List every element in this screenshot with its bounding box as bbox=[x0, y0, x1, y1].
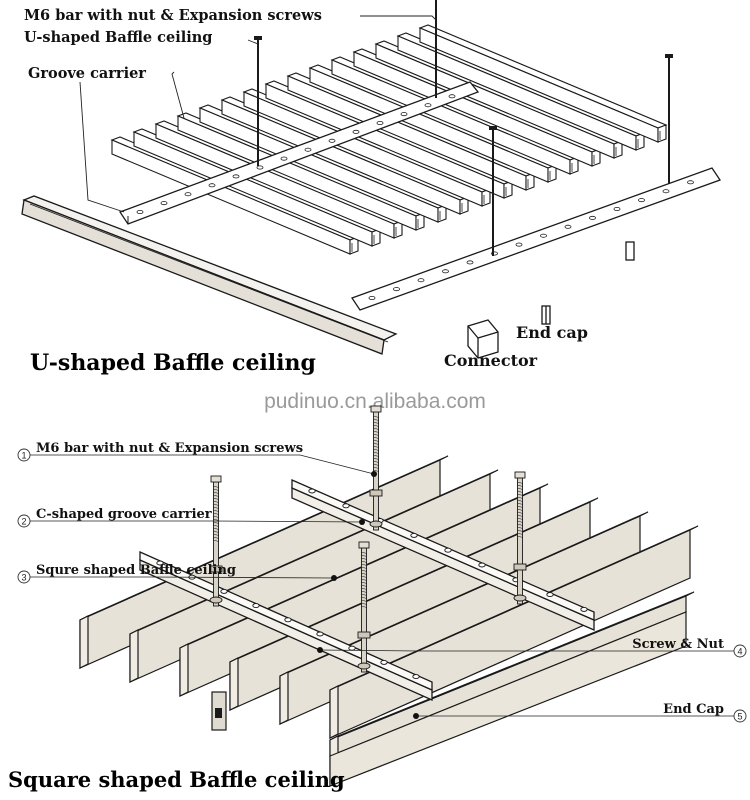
callout-label-square-baffle: Squre shaped Baffle ceiling bbox=[36, 563, 236, 578]
callout-number-2: 2 bbox=[21, 517, 26, 527]
threaded-rod bbox=[513, 471, 527, 605]
carrier-hole bbox=[348, 645, 356, 651]
callout-label-m6-bar: M6 bar with nut & Expansion screws bbox=[36, 441, 303, 456]
connector-part bbox=[467, 319, 499, 359]
carrier-hole bbox=[136, 209, 144, 214]
label-m6-bar: M6 bar with nut & Expansion screws bbox=[24, 7, 322, 24]
callout-number-5: 5 bbox=[737, 712, 742, 722]
u-baffle-rails bbox=[110, 24, 668, 255]
m6-hanger-rods bbox=[257, 0, 670, 256]
carrier-hole bbox=[442, 269, 449, 274]
square-end-cap bbox=[211, 691, 227, 731]
carrier-hole bbox=[252, 603, 260, 609]
carrier-hole bbox=[280, 156, 288, 161]
carrier-hole bbox=[448, 94, 456, 99]
threaded-rod bbox=[209, 475, 223, 607]
carrier-hole bbox=[156, 560, 164, 566]
carrier-hole bbox=[400, 112, 408, 117]
u-baffle-rail bbox=[418, 24, 668, 143]
carrier-hole bbox=[444, 547, 452, 553]
callout-number-1: 1 bbox=[21, 451, 26, 461]
carrier-hole bbox=[424, 103, 432, 108]
carrier-hole bbox=[380, 659, 388, 665]
callout-label-screw-nut: Screw & Nut bbox=[632, 637, 724, 652]
callout-number-3: 3 bbox=[21, 573, 26, 583]
carrier-hole bbox=[478, 562, 486, 568]
label-connector: Connector bbox=[444, 351, 538, 370]
carrier-hole bbox=[232, 174, 240, 179]
carrier-hole bbox=[412, 674, 420, 680]
carrier-hole bbox=[368, 295, 376, 300]
callout-markers bbox=[17, 448, 747, 723]
callout-label-c-carrier: C-shaped groove carrier bbox=[36, 507, 212, 522]
carrier-hole bbox=[687, 180, 694, 185]
bottom-diagram-title: Square shaped Baffle ceiling bbox=[8, 767, 345, 792]
threaded-rod bbox=[369, 405, 383, 531]
carrier-hole bbox=[417, 278, 425, 283]
carrier-hole bbox=[410, 532, 418, 538]
label-u-baffle: U-shaped Baffle ceiling bbox=[24, 29, 212, 46]
carrier-hole bbox=[284, 617, 292, 623]
carrier-hole bbox=[328, 138, 336, 143]
carrier-hole bbox=[613, 206, 621, 211]
carrier-hole bbox=[304, 147, 312, 152]
carrier-hole bbox=[515, 242, 523, 247]
watermark-text: pudinuo.cn.alibaba.com bbox=[264, 390, 486, 413]
carrier-hole bbox=[589, 215, 596, 220]
carrier-hole bbox=[160, 201, 168, 206]
top-diagram: M6 bar with nut & Expansion screws U-sha… bbox=[21, 0, 722, 376]
carrier-hole bbox=[466, 260, 474, 265]
end-cap-part bbox=[541, 305, 551, 325]
carrier-hole bbox=[208, 183, 216, 188]
carrier-hole bbox=[662, 189, 670, 194]
threaded-rod bbox=[357, 541, 371, 673]
carrier-hole bbox=[316, 631, 324, 637]
square-baffles bbox=[79, 455, 699, 787]
carrier-hole bbox=[256, 165, 264, 170]
top-diagram-title: U-shaped Baffle ceiling bbox=[30, 350, 316, 376]
carrier-hole bbox=[564, 224, 572, 229]
carrier-hole bbox=[342, 503, 350, 509]
carrier-hole bbox=[546, 592, 554, 598]
carrier-hole bbox=[308, 488, 316, 494]
callout-number-4: 4 bbox=[737, 647, 742, 657]
carrier-hole bbox=[352, 129, 360, 134]
carrier-hole bbox=[638, 198, 645, 203]
carrier-hole bbox=[540, 233, 547, 238]
carrier-hole bbox=[220, 588, 228, 594]
callout-label-end-cap: End Cap bbox=[663, 702, 724, 717]
threaded-hanger-rods bbox=[209, 405, 527, 673]
top-leader-lines bbox=[79, 15, 437, 213]
bottom-diagram: 1 2 3 4 5 M6 bar with nut & Expansion sc… bbox=[8, 405, 747, 792]
carrier-hole bbox=[184, 192, 192, 197]
loose-u-baffle bbox=[21, 195, 398, 355]
groove-carrier-left bbox=[119, 81, 480, 225]
end-cap-small bbox=[625, 241, 635, 261]
carrier-hole bbox=[393, 287, 400, 292]
carrier-hole bbox=[580, 606, 588, 612]
carrier-hole bbox=[376, 121, 384, 126]
label-end-cap: End cap bbox=[516, 323, 588, 342]
label-groove-carrier: Groove carrier bbox=[28, 65, 146, 82]
